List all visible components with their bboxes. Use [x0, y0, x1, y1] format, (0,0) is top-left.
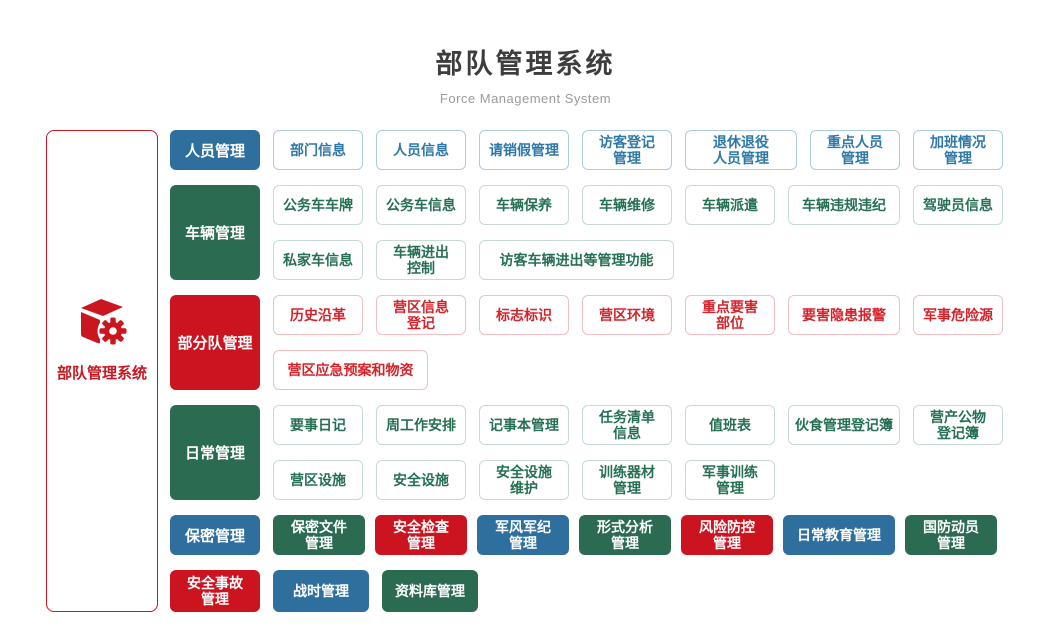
item-driver-info: 驾驶员信息	[913, 185, 1003, 225]
page-subtitle: Force Management System	[439, 91, 612, 106]
item-key-critical-parts: 重点要害 部位	[685, 295, 775, 335]
root-system-label: 部队管理系统	[56, 365, 147, 382]
item-vehicle-violation: 车辆违规违纪	[788, 185, 900, 225]
item-camp-info-registration: 营区信息 登记	[376, 295, 466, 335]
item-leave-management: 请销假管理	[479, 130, 569, 170]
item-signs-marks: 标志标识	[479, 295, 569, 335]
item-training-equipment: 训练器材 管理	[582, 460, 672, 500]
item-risk-prevention: 风险防控 管理	[681, 515, 773, 555]
item-vehicle-access-control: 车辆进出 控制	[376, 240, 466, 280]
item-safety-facility-maintenance: 安全设施 维护	[479, 460, 569, 500]
item-camp-facilities: 营区设施	[273, 460, 363, 500]
item-duty-roster: 值班表	[685, 405, 775, 445]
item-official-vehicle-plate: 公务车车牌	[273, 185, 363, 225]
section-personnel: 人员管理 部门信息 人员信息 请销假管理 访客登记 管理 退休退役 人员管理 重…	[170, 130, 1008, 170]
item-safety-facilities: 安全设施	[376, 460, 466, 500]
page-title: 部队管理系统	[435, 49, 616, 79]
item-daily-education: 日常教育管理	[783, 515, 895, 555]
item-department-info: 部门信息	[273, 130, 363, 170]
item-mess-management-register: 伙食管理登记簿	[788, 405, 900, 445]
section-bottom: 安全事故 管理 战时管理 资料库管理	[170, 570, 1008, 612]
item-visitor-registration: 访客登记 管理	[582, 130, 672, 170]
cube-gear-icon	[75, 297, 129, 352]
item-private-vehicle-info: 私家车信息	[273, 240, 363, 280]
item-key-personnel: 重点人员 管理	[810, 130, 900, 170]
item-military-discipline: 军风军纪 管理	[477, 515, 569, 555]
item-military-hazard-source: 军事危险源	[913, 295, 1003, 335]
item-notebook-management: 记事本管理	[479, 405, 569, 445]
item-safety-accident: 安全事故 管理	[170, 570, 260, 612]
root-inner: 部队管理系统	[57, 297, 147, 383]
item-vehicle-dispatch: 车辆派遣	[685, 185, 775, 225]
item-task-list-info: 任务清单 信息	[582, 405, 672, 445]
item-personnel-info: 人员信息	[376, 130, 466, 170]
item-military-training: 军事训练 管理	[685, 460, 775, 500]
item-wartime: 战时管理	[273, 570, 369, 612]
section-vehicle: 车辆管理 公务车车牌 公务车信息 车辆保养 车辆维修 车辆派遣 车辆违规违纪 驾…	[170, 185, 1008, 280]
item-camp-property-register: 营产公物 登记簿	[913, 405, 1003, 445]
item-camp-environment: 营区环境	[582, 295, 672, 335]
item-situation-analysis: 形式分析 管理	[579, 515, 671, 555]
item-official-vehicle-info: 公务车信息	[376, 185, 466, 225]
item-vehicle-maintenance: 车辆保养	[479, 185, 569, 225]
item-retired-personnel: 退休退役 人员管理	[685, 130, 797, 170]
item-database: 资料库管理	[382, 570, 478, 612]
item-confidential-files: 保密文件 管理	[273, 515, 365, 555]
category-daily: 日常管理	[170, 405, 260, 500]
section-daily: 日常管理 要事日记 周工作安排 记事本管理 任务清单 信息 值班表 伙食管理登记…	[170, 405, 1008, 500]
item-visitor-vehicle-access: 访客车辆进出等管理功能	[479, 240, 674, 280]
root-system-box: 部队管理系统	[46, 130, 158, 612]
item-history: 历史沿革	[273, 295, 363, 335]
item-weekly-work-plan: 周工作安排	[376, 405, 466, 445]
page-header: 部队管理系统 Force Management System	[0, 0, 1051, 106]
section-rows: 人员管理 部门信息 人员信息 请销假管理 访客登记 管理 退休退役 人员管理 重…	[170, 130, 1008, 612]
section-confidentiality: 保密管理 保密文件 管理 安全检查 管理 军风军纪 管理 形式分析 管理 风险防…	[170, 515, 1008, 555]
item-critical-hazard-alarm: 要害隐患报警	[788, 295, 900, 335]
item-national-defense-mobilization: 国防动员 管理	[905, 515, 997, 555]
category-subunit: 部分队管理	[170, 295, 260, 390]
section-subunit: 部分队管理 历史沿革 营区信息 登记 标志标识 营区环境 重点要害 部位 要害隐…	[170, 295, 1008, 390]
item-vehicle-repair: 车辆维修	[582, 185, 672, 225]
item-safety-inspection: 安全检查 管理	[375, 515, 467, 555]
system-diagram: 部队管理系统 人员管理 部门信息 人员信息 请销假管理 访客登记 管理 退休退役…	[46, 130, 1008, 612]
item-key-events-diary: 要事日记	[273, 405, 363, 445]
item-camp-emergency-plan: 营区应急预案和物资	[273, 350, 428, 390]
category-confidentiality: 保密管理	[170, 515, 260, 555]
category-vehicle: 车辆管理	[170, 185, 260, 280]
category-personnel: 人员管理	[170, 130, 260, 170]
item-overtime: 加班情况 管理	[913, 130, 1003, 170]
